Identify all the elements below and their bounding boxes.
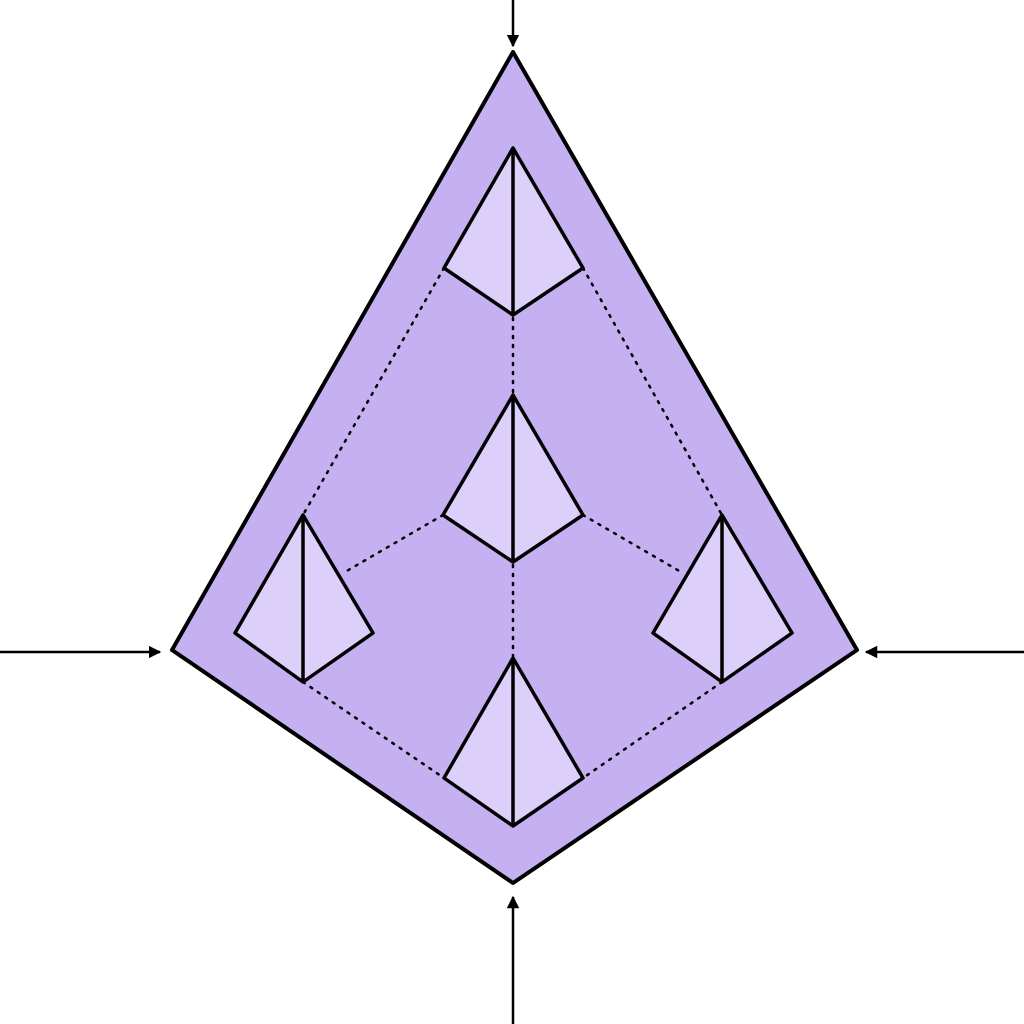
pyramid	[442, 146, 585, 317]
pyramid	[441, 393, 585, 564]
connector	[581, 266, 724, 517]
pyramids	[233, 146, 794, 828]
pyramid	[233, 513, 375, 684]
connector	[581, 513, 683, 574]
connector	[581, 680, 724, 780]
pyramid	[651, 513, 794, 684]
connector	[301, 266, 446, 517]
connector	[343, 513, 445, 574]
connector	[301, 680, 446, 780]
dotted-connectors	[301, 266, 724, 780]
pyramid	[442, 656, 585, 828]
